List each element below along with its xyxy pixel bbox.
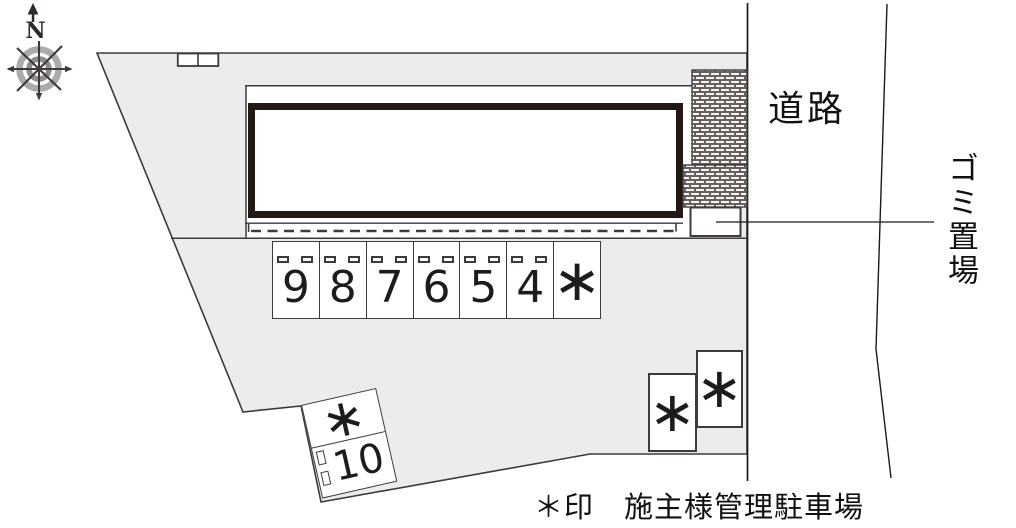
parking-space-label: 5: [469, 262, 498, 313]
parking-space-label: ∗: [649, 379, 696, 445]
parking-space-9: 9: [273, 242, 320, 318]
parking-space-label: 4: [516, 262, 545, 313]
wheel-stop: [301, 256, 313, 263]
parking-space-label: 9: [281, 262, 310, 313]
wheel-stop: [464, 256, 477, 263]
parking-space-label: 6: [422, 262, 451, 313]
parking-space-label: ∗: [696, 356, 743, 421]
parking-space-7: 7: [366, 242, 414, 318]
garbage-station-label: ゴミ置場: [942, 152, 978, 288]
compass-center-dot: [36, 66, 42, 72]
road-edge-far: [875, 3, 892, 479]
wheel-stop: [441, 256, 454, 263]
building-outline: [248, 103, 683, 218]
managed-space-right: ∗: [696, 350, 743, 428]
brick-area-upper: [691, 69, 748, 166]
north-arrow-stem: [31, 13, 35, 22]
parking-space-label: 7: [375, 262, 404, 313]
wheel-stop: [535, 256, 548, 263]
wheel-stop: [347, 256, 360, 263]
wheel-stop: [370, 256, 383, 263]
compass-west-arrowhead: [6, 65, 14, 73]
compass-east-arrowhead: [65, 65, 73, 73]
north-arrow-icon: [27, 3, 39, 15]
compass-south-arrowhead: [35, 93, 43, 101]
parking-space-5: 5: [460, 242, 508, 318]
legend-note: ＊印 施主様管理駐車場: [534, 490, 865, 524]
road-label: 道路: [768, 89, 847, 130]
wheel-stop: [511, 256, 524, 263]
parking-space-6: 6: [413, 242, 461, 318]
parking-space-label: 8: [328, 262, 357, 313]
wheel-stop: [277, 256, 289, 263]
parking-space-4: 4: [507, 242, 555, 318]
wheel-stop: [394, 256, 407, 263]
brick-area-lower: [682, 164, 748, 208]
parking-row: 9 8 7 6 5 4 ∗: [272, 241, 601, 319]
wheel-stop: [417, 256, 430, 263]
compass-rose: N: [6, 3, 73, 101]
wheel-stop: [323, 256, 336, 263]
parking-space-label: ∗: [552, 246, 602, 314]
wheel-stop: [488, 256, 501, 263]
parking-space-8: 8: [319, 242, 367, 318]
parking-space-star: ∗: [552, 242, 602, 318]
north-label: N: [25, 18, 45, 44]
managed-space-left: ∗: [648, 373, 697, 452]
